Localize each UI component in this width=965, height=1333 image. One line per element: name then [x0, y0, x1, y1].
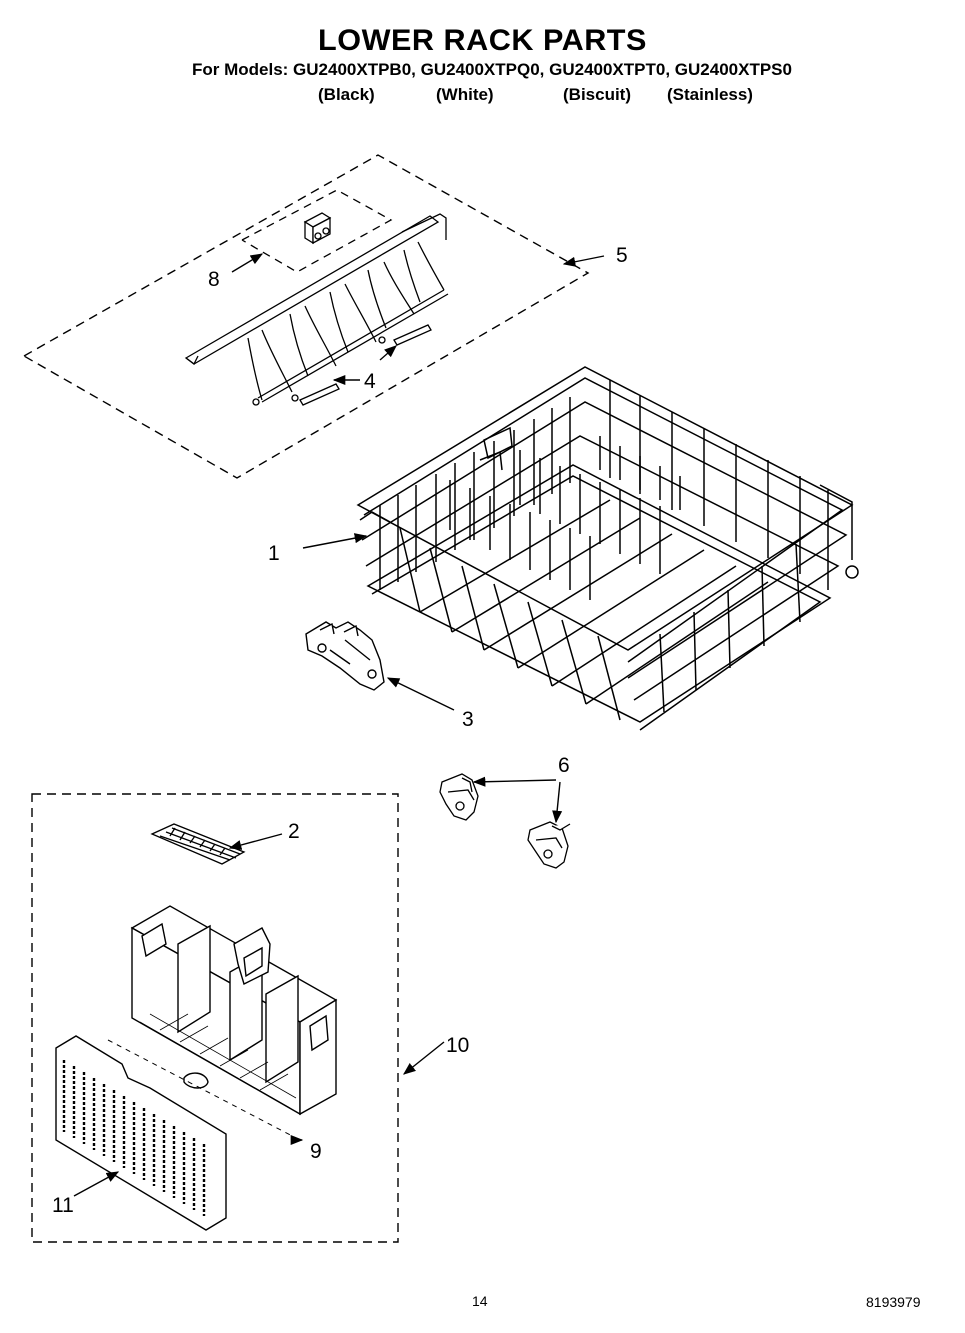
page-title: LOWER RACK PARTS — [318, 24, 647, 57]
models-line: For Models: GU2400XTPB0, GU2400XTPQ0, GU… — [192, 60, 792, 79]
leader-5 — [562, 255, 605, 267]
callout-leaders — [73, 253, 605, 1197]
wheel-part-upper — [439, 773, 479, 821]
color-label-biscuit: (Biscuit) — [563, 85, 631, 104]
silverware-basket-part — [130, 905, 338, 1116]
callout-8: 8 — [208, 268, 220, 291]
leader-6a — [472, 776, 557, 787]
callout-11: 11 — [52, 1194, 74, 1217]
leader-6b — [552, 781, 563, 824]
callout-5: 5 — [616, 244, 628, 267]
basket-cover-part — [55, 1035, 227, 1231]
folding-tine-row-part — [184, 213, 449, 406]
tine-clip-part — [303, 212, 332, 245]
leader-10 — [403, 1041, 445, 1075]
color-label-stainless: (Stainless) — [667, 85, 753, 104]
leader-2 — [228, 833, 283, 850]
basket-lid-part — [150, 823, 246, 865]
color-label-white: (White) — [436, 85, 494, 104]
rack-wheel-bracket-part — [305, 621, 385, 691]
document-number: 8193979 — [866, 1294, 921, 1310]
callout-2: 2 — [288, 820, 300, 843]
lower-rack-part — [356, 366, 859, 731]
callout-3: 3 — [462, 708, 474, 731]
leader-11 — [73, 1171, 120, 1197]
callout-1: 1 — [268, 542, 280, 565]
wheel-part-lower — [527, 821, 571, 869]
tine-pin-part — [299, 324, 432, 406]
callout-4: 4 — [364, 370, 376, 393]
hinge-line — [107, 1039, 301, 1141]
color-label-black: (Black) — [318, 85, 375, 104]
leader-8 — [231, 253, 264, 273]
leader-1 — [302, 533, 368, 549]
page-number: 14 — [472, 1293, 488, 1309]
leader-4b — [379, 345, 397, 361]
callout-9: 9 — [310, 1140, 322, 1163]
callout-10: 10 — [446, 1034, 469, 1057]
callout-6: 6 — [558, 754, 570, 777]
tine-clip-boundary — [241, 189, 393, 273]
tine-assembly-boundary — [23, 154, 590, 479]
leader-3 — [386, 677, 455, 711]
silverware-basket-boundary — [31, 793, 399, 1243]
